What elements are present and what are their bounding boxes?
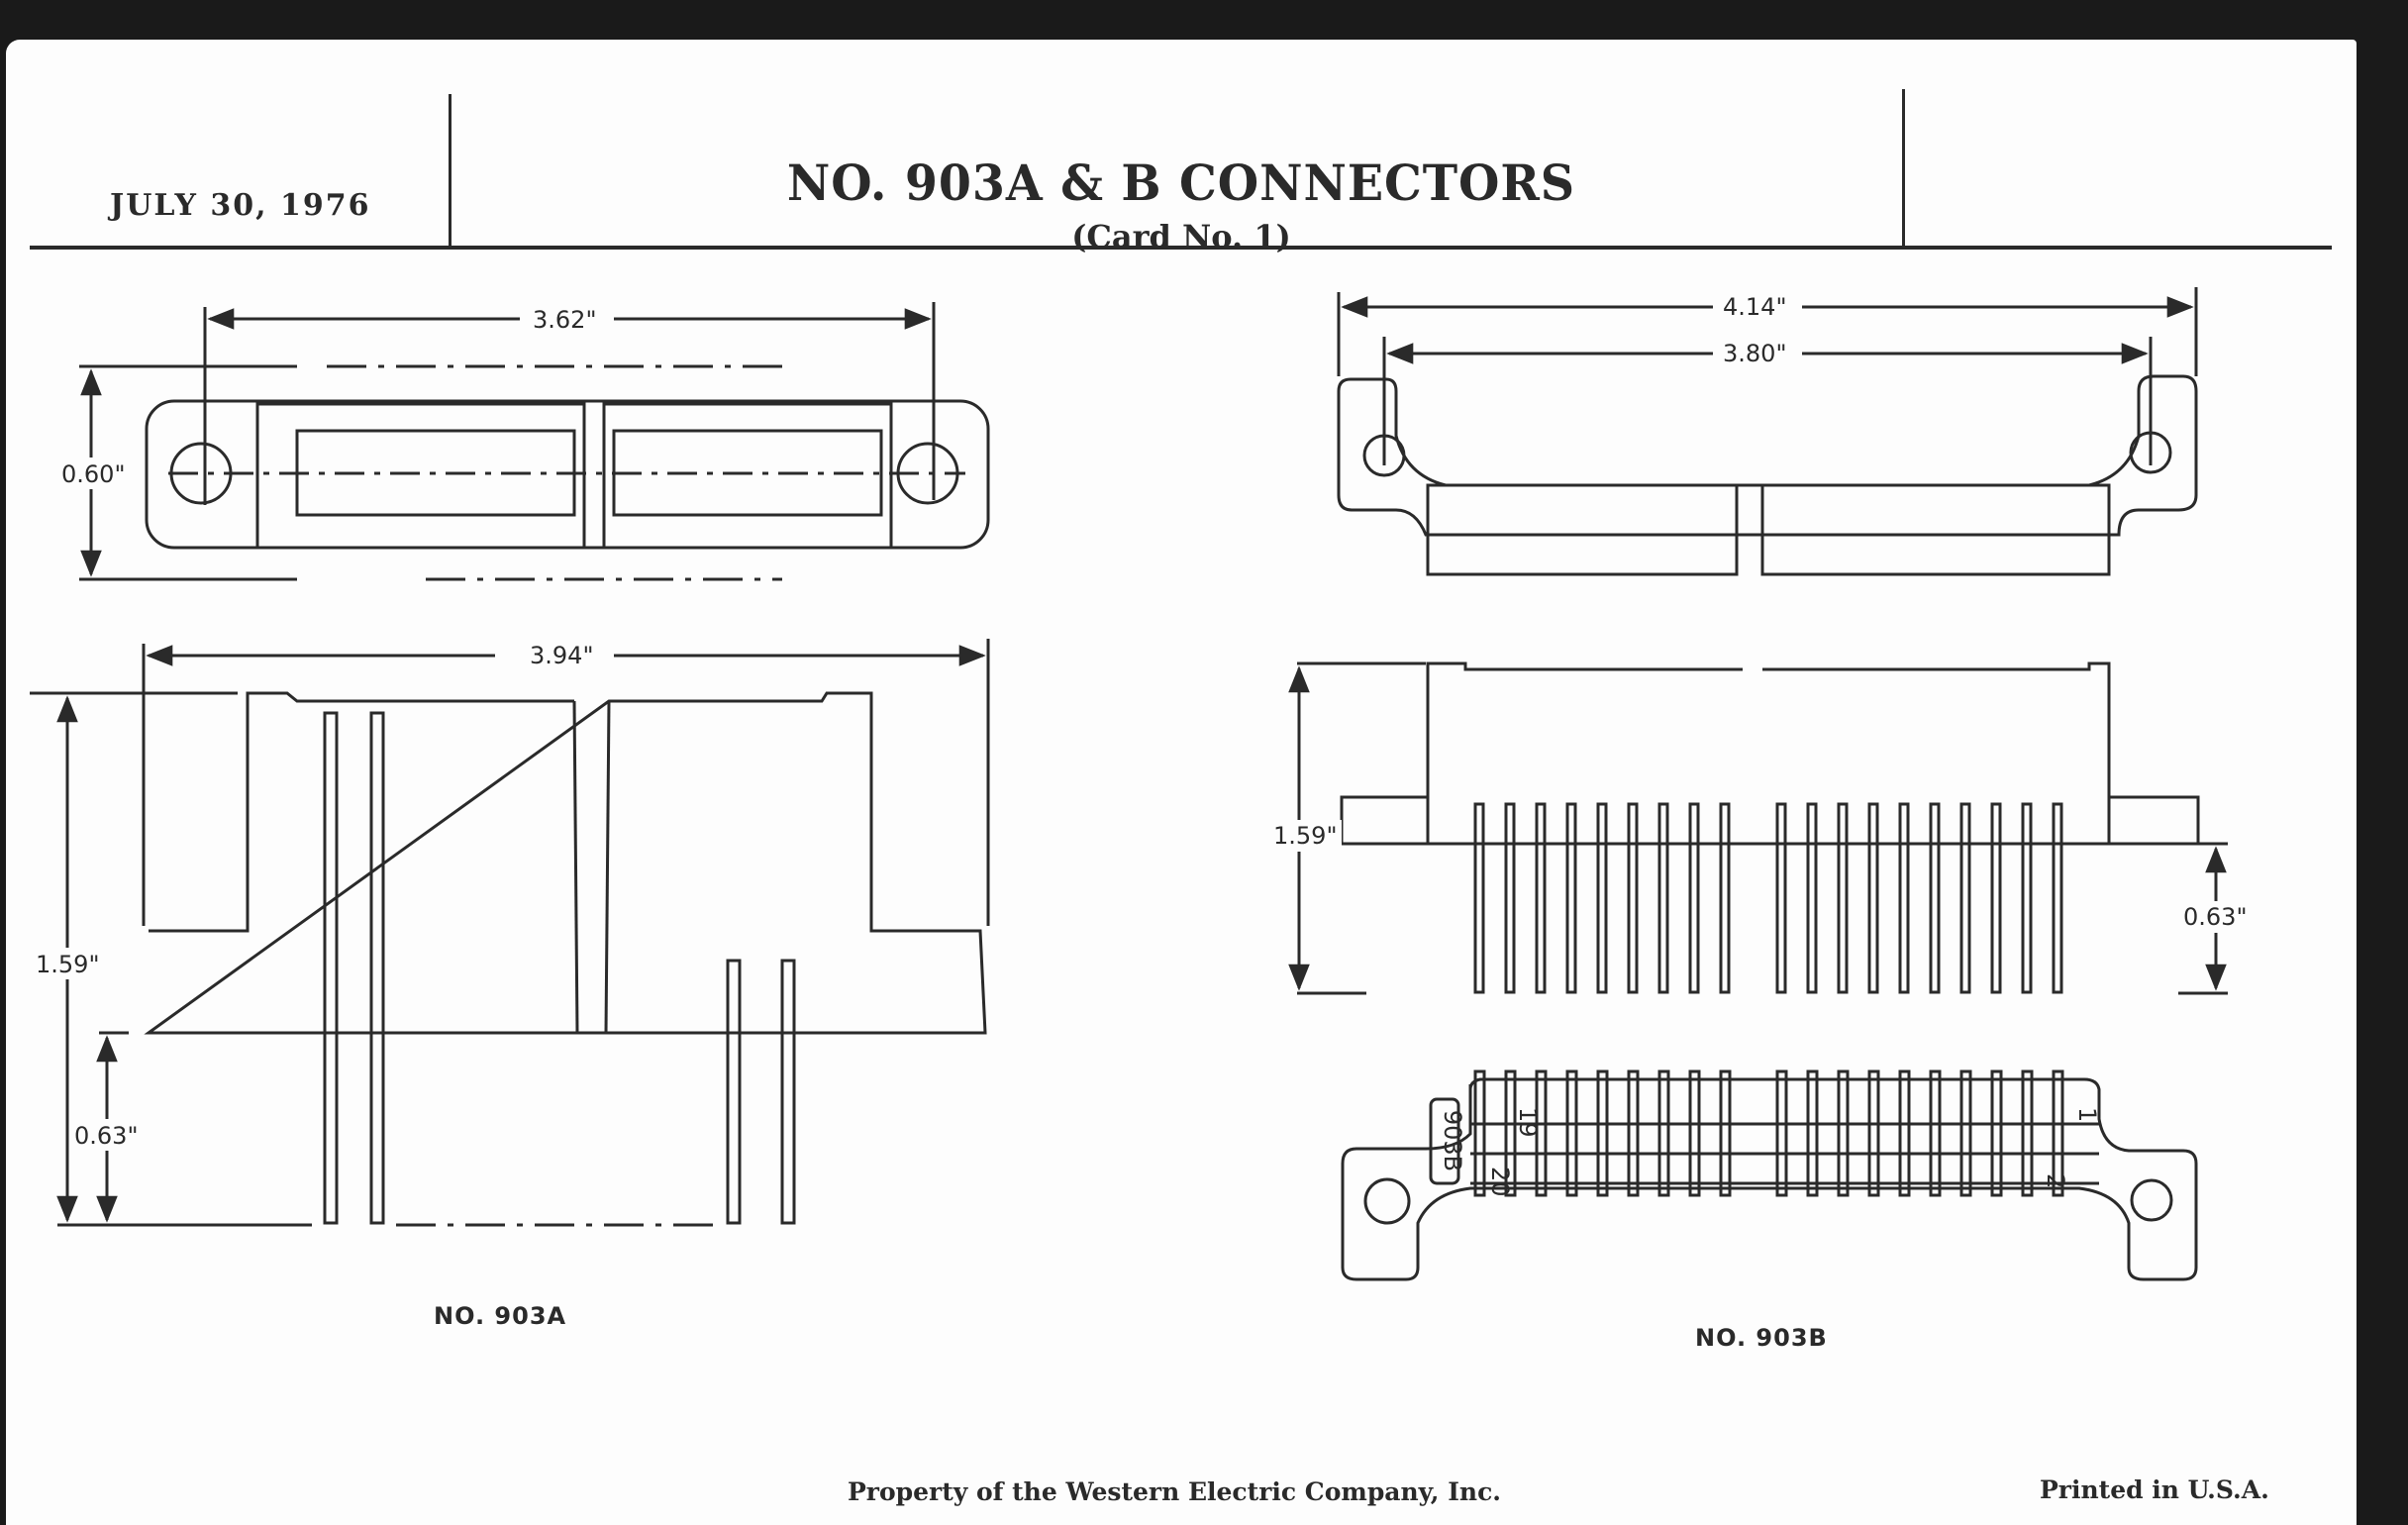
contact bbox=[1565, 1069, 1578, 1197]
terminal-pin bbox=[1719, 802, 1731, 994]
dim-903b-length: 4.14" bbox=[1723, 293, 1786, 321]
terminal-pin bbox=[1990, 802, 2002, 994]
contact bbox=[1898, 1069, 1911, 1197]
contact bbox=[1775, 1069, 1788, 1197]
terminal-pin bbox=[2021, 802, 2033, 994]
contact bbox=[1929, 1069, 1942, 1197]
903b-side-view bbox=[1288, 661, 2228, 995]
contact bbox=[1867, 1069, 1880, 1197]
terminal-pin bbox=[1596, 802, 1608, 994]
contact bbox=[1473, 1069, 1486, 1197]
header-rule bbox=[30, 246, 2332, 250]
terminal-pin bbox=[1627, 802, 1639, 994]
pin-label-2: 2 bbox=[2042, 1173, 2069, 1188]
terminal-pin bbox=[1565, 802, 1577, 994]
header-divider-left bbox=[449, 94, 452, 248]
property-notice: Property of the Western Electric Company… bbox=[848, 1477, 1502, 1506]
terminal-pin bbox=[1504, 802, 1516, 994]
printed-in: Printed in U.S.A. bbox=[2040, 1475, 2269, 1504]
card-number: (Card No. 1) bbox=[1071, 218, 1291, 255]
pin-label-20: 20 bbox=[1486, 1167, 1514, 1197]
marking-903b: 903B bbox=[1439, 1110, 1466, 1171]
dim-903a-width: 0.60" bbox=[61, 460, 125, 488]
903b-bottom-contacts bbox=[1473, 1069, 2064, 1197]
contact bbox=[1959, 1069, 1972, 1197]
dim-903b-terminal: 0.63" bbox=[2183, 903, 2247, 931]
contact bbox=[1837, 1069, 1850, 1197]
terminal-pin bbox=[1867, 802, 1879, 994]
caption-903a: NO. 903A bbox=[434, 1302, 567, 1330]
card-date: JULY 30, 1976 bbox=[110, 188, 371, 223]
terminal-pin bbox=[1657, 802, 1669, 994]
contact bbox=[1688, 1069, 1701, 1197]
contact bbox=[1596, 1069, 1609, 1197]
dim-903a-hole-spacing: 3.62" bbox=[533, 306, 596, 334]
903a-top-view bbox=[79, 302, 990, 581]
terminal-pin bbox=[1837, 802, 1849, 994]
page-title: NO. 903A & B CONNECTORS bbox=[786, 153, 1576, 212]
903a-side-view bbox=[30, 639, 990, 1227]
903b-top-view bbox=[1337, 287, 2198, 576]
terminal-pin bbox=[2052, 802, 2063, 994]
terminal-pin bbox=[1473, 802, 1485, 994]
pin-label-1: 1 bbox=[2073, 1107, 2101, 1122]
terminal-pin bbox=[1775, 802, 1787, 994]
terminal-pin bbox=[1535, 802, 1547, 994]
contact bbox=[1806, 1069, 1819, 1197]
header-divider-right bbox=[1902, 89, 1905, 246]
caption-903b: NO. 903B bbox=[1695, 1324, 1828, 1352]
terminal-pin bbox=[1959, 802, 1971, 994]
contact bbox=[1990, 1069, 2003, 1197]
terminal-pin bbox=[1898, 802, 1910, 994]
dim-903a-height: 1.59" bbox=[36, 951, 99, 978]
contact bbox=[1719, 1069, 1732, 1197]
terminal-pin bbox=[1929, 802, 1941, 994]
contact bbox=[1627, 1069, 1640, 1197]
dim-903a-length: 3.94" bbox=[530, 642, 593, 669]
terminal-pin bbox=[1688, 802, 1700, 994]
pin-label-19: 19 bbox=[1514, 1107, 1542, 1138]
dim-903b-hole-spacing: 3.80" bbox=[1723, 340, 1786, 367]
contact bbox=[1657, 1069, 1670, 1197]
terminal-pin bbox=[1806, 802, 1818, 994]
903b-terminals bbox=[1473, 802, 2063, 994]
dim-903a-terminal: 0.63" bbox=[74, 1122, 138, 1150]
reference-card: JULY 30, 1976 NO. 903A & B CONNECTORS (C… bbox=[6, 40, 2357, 1525]
dim-903b-height: 1.59" bbox=[1273, 822, 1337, 850]
contact bbox=[2052, 1069, 2064, 1197]
contact bbox=[1535, 1069, 1548, 1197]
contact bbox=[2021, 1069, 2034, 1197]
contact bbox=[1504, 1069, 1517, 1197]
